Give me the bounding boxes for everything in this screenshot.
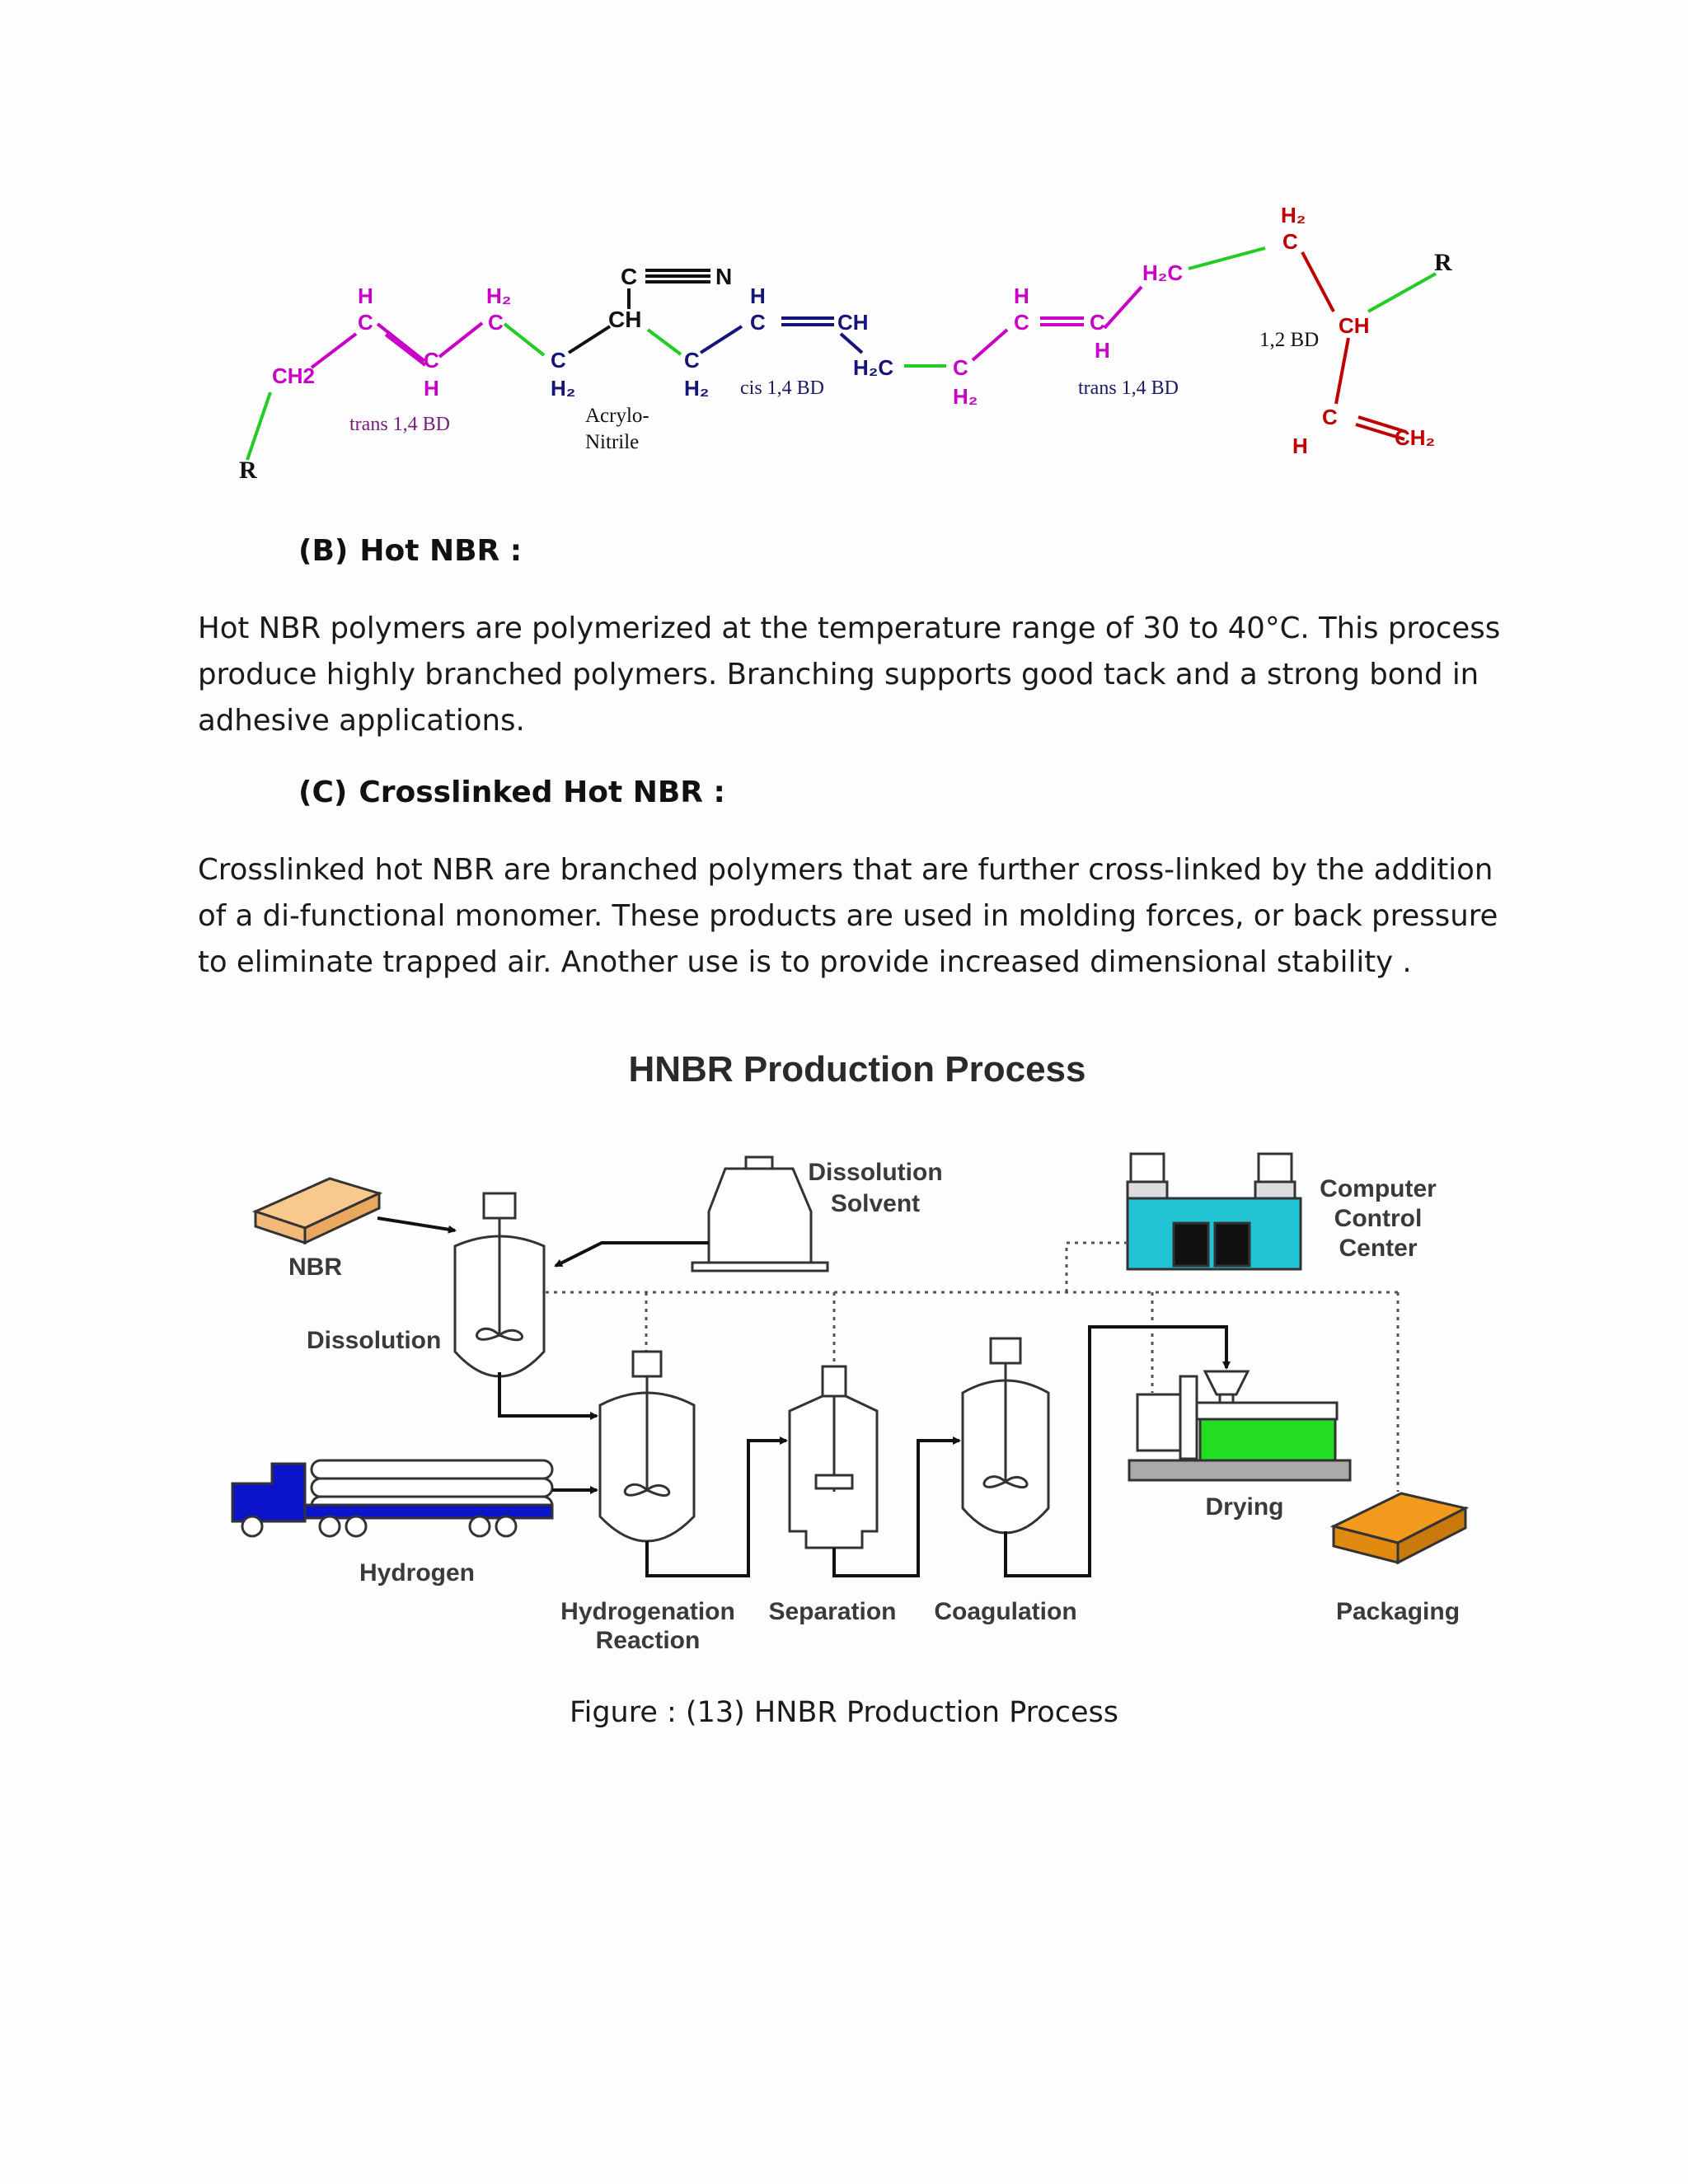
label-nbr: NBR — [288, 1254, 342, 1281]
atom-c-triple: C — [621, 264, 637, 289]
dissolution-reactor-icon — [453, 1192, 546, 1378]
atom-c-g: C — [750, 310, 766, 335]
hydrogen-truck-icon — [231, 1459, 554, 1538]
separation-unit-icon — [788, 1365, 879, 1549]
atom-h2c-m: H₂C — [1142, 260, 1183, 285]
atom-h2-n: H₂ — [1281, 203, 1306, 227]
label-vinyl: 1,2 BD — [1259, 329, 1319, 351]
heading-crosslinked-hot-nbr: (C) Crosslinked Hot NBR : — [298, 776, 725, 809]
computer-control-icon — [1126, 1152, 1302, 1271]
label-dissolution: Dissolution — [307, 1327, 441, 1354]
label-reaction: Reaction — [596, 1627, 701, 1654]
atom-c-c: C — [424, 348, 439, 373]
label-hydrogen: Hydrogen — [359, 1559, 475, 1586]
atom-h-c: H — [424, 376, 439, 401]
atom-c-p: C — [1322, 405, 1338, 429]
atom-h-p: H — [1292, 434, 1308, 458]
atom-h2-j: H₂ — [953, 384, 978, 409]
atom-c-a: C — [358, 310, 373, 335]
atom-r-left: R — [239, 457, 257, 484]
molecule-segment-labels: trans 1,4 BD Acrylo- Nitrile cis 1,4 BD … — [349, 329, 1319, 453]
label-hydrogenation: Hydrogenation — [560, 1598, 735, 1625]
label-cis: cis 1,4 BD — [740, 377, 824, 399]
atom-h2-b: H₂ — [486, 284, 511, 308]
atom-ch2-left: CH2 — [272, 363, 315, 388]
control-signal-lines — [546, 1241, 1400, 1492]
atom-h2-f: H₂ — [684, 376, 709, 401]
heading-number: (C) — [298, 776, 348, 809]
nbr-box-icon — [251, 1177, 383, 1245]
atom-h-a: H — [358, 284, 373, 308]
atom-h2-d: H₂ — [551, 376, 575, 401]
nbr-molecule-structure: R CH2 H C H₂ C C H C H₂ C N CH C H₂ H C … — [239, 203, 1452, 484]
atom-c-n: C — [1282, 229, 1298, 254]
coagulation-vessel-icon — [961, 1337, 1050, 1535]
atom-c-b: C — [488, 310, 504, 335]
hnbr-process-diagram: HNBR Production Process NBR Dissolution … — [231, 1049, 1470, 1654]
atom-h-g: H — [750, 284, 766, 308]
atom-h-l: H — [1095, 338, 1110, 363]
atom-ch-o: CH — [1339, 313, 1370, 338]
label-computer-1: Computer — [1320, 1175, 1437, 1202]
atom-c-k: C — [1014, 310, 1029, 335]
label-solvent-2: Solvent — [831, 1190, 920, 1217]
atom-ch2-q: CH₂ — [1395, 425, 1435, 450]
packaging-box-icon — [1329, 1492, 1470, 1565]
label-acrylo: Acrylo- — [585, 405, 649, 427]
atom-c-f: C — [684, 348, 700, 373]
solvent-tank-icon — [691, 1155, 829, 1272]
heading-title: Hot NBR : — [359, 534, 523, 568]
dryer-icon — [1128, 1370, 1352, 1482]
atom-c-d: C — [551, 348, 566, 373]
atom-ch-h: CH — [837, 310, 869, 335]
molecule-atoms: R CH2 H C H₂ C C H C H₂ C N CH C H₂ H C … — [239, 203, 1452, 484]
atom-h-k: H — [1014, 284, 1029, 308]
atom-n-triple: N — [715, 264, 732, 289]
atom-r-right: R — [1434, 249, 1452, 276]
figure-caption: Figure : (13) HNBR Production Process — [570, 1696, 1118, 1729]
label-solvent-1: Dissolution — [808, 1159, 942, 1186]
label-nitrile: Nitrile — [585, 431, 639, 453]
label-coagulation: Coagulation — [934, 1598, 1076, 1625]
diagram-title: HNBR Production Process — [629, 1049, 1086, 1090]
heading-title: Crosslinked Hot NBR : — [359, 776, 725, 809]
paragraph-crosslinked-hot-nbr: Crosslinked hot NBR are branched polymer… — [198, 853, 1498, 979]
atom-c-j: C — [953, 355, 968, 380]
label-trans-left: trans 1,4 BD — [349, 414, 450, 435]
molecule-bonds — [246, 246, 1437, 461]
label-separation: Separation — [768, 1598, 896, 1625]
atom-ch-e: CH — [608, 307, 641, 332]
label-packaging: Packaging — [1336, 1598, 1460, 1625]
atom-h2c-i: H₂C — [853, 355, 893, 380]
atom-c-l: C — [1090, 310, 1105, 335]
label-computer-2: Control — [1334, 1205, 1423, 1232]
label-computer-3: Center — [1339, 1235, 1417, 1262]
heading-hot-nbr: (B) Hot NBR : — [298, 534, 522, 568]
hydrogenation-reactor-icon — [598, 1350, 696, 1543]
label-drying: Drying — [1205, 1493, 1283, 1521]
heading-number: (B) — [298, 534, 349, 568]
paragraph-hot-nbr: Hot NBR polymers are polymerized at the … — [198, 612, 1501, 738]
label-trans-right: trans 1,4 BD — [1078, 377, 1179, 399]
